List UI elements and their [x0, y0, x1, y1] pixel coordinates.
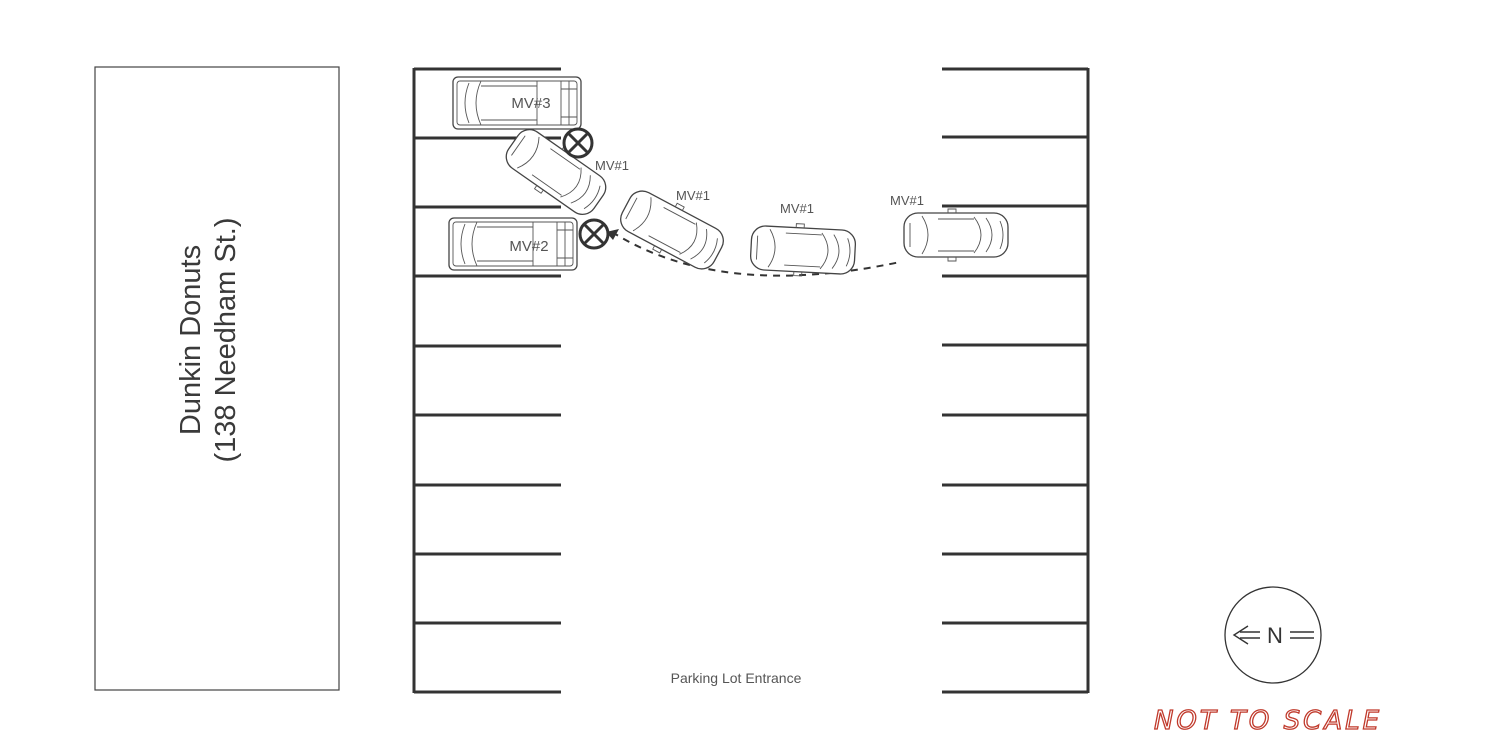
mv1-vehicle-position-3 — [749, 220, 857, 280]
mv1-label-2: MV#1 — [676, 188, 710, 203]
right-parking-row — [942, 67, 1090, 694]
dunkin-donuts-building — [94, 66, 340, 691]
mv1-travel-path — [611, 231, 901, 277]
not-to-scale-note: NOT TO SCALE — [1154, 706, 1382, 736]
building-address: (138 Needham St.) — [210, 217, 242, 462]
building-name: Dunkin Donuts — [175, 245, 207, 435]
impact-marker-2 — [578, 218, 610, 250]
north-arrow-icon — [1232, 625, 1314, 645]
mv1-label-1: MV#1 — [595, 158, 629, 173]
parking-lot-entrance-label: Parking Lot Entrance — [671, 670, 802, 686]
mv1-vehicle-position-4 — [903, 208, 1009, 262]
impact-marker-1 — [562, 127, 594, 159]
north-compass: N — [1224, 586, 1322, 684]
mv1-label-3: MV#1 — [780, 201, 814, 216]
mv3-label: MV#3 — [511, 95, 550, 112]
compass-letter: N — [1267, 623, 1283, 648]
left-parking-row — [412, 67, 561, 694]
mv2-label: MV#2 — [509, 238, 548, 255]
mv1-label-4: MV#1 — [890, 193, 924, 208]
mv1-vehicle-position-2 — [613, 181, 731, 279]
